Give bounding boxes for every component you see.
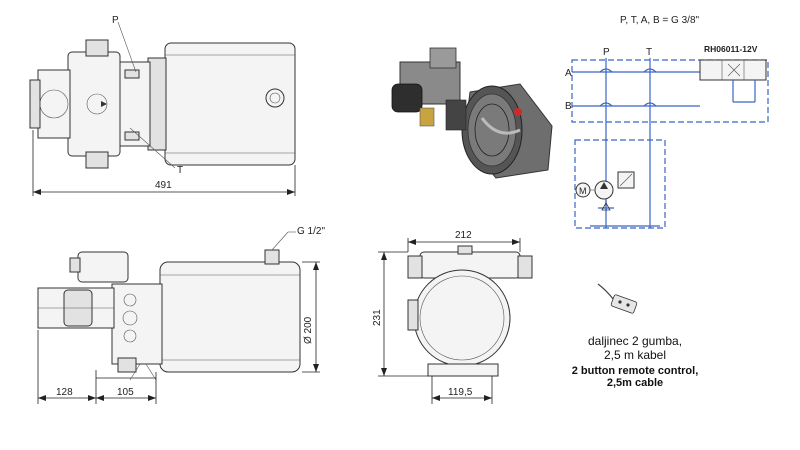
motor-label: M — [579, 186, 587, 196]
row-label-b: B — [565, 101, 572, 112]
remote-caption-hr-2: 2,5 m kabel — [603, 348, 667, 362]
front-view: Ø 200 G 1/2" 128 105 — [37, 226, 325, 404]
directional-valve — [699, 59, 767, 81]
tank-front — [159, 261, 301, 373]
dim-dia-200: Ø 200 — [303, 316, 314, 344]
solenoid-front — [77, 251, 129, 283]
valve-code: RH06011-12V — [704, 44, 758, 54]
remote-caption: daljinec 2 gumba, 2,5 m kabel 2 button r… — [560, 334, 710, 389]
filler-cap — [514, 108, 522, 116]
dim-231: 231 — [372, 309, 383, 326]
remote-caption-hr-1: daljinec 2 gumba, — [587, 334, 683, 348]
solenoid-3d — [391, 83, 423, 113]
top-plug — [264, 249, 280, 265]
isometric-view — [391, 47, 553, 179]
schematic-header: P, T, A, B = G 3/8" — [620, 15, 700, 26]
mount-foot — [427, 363, 499, 377]
dim-212: 212 — [455, 230, 472, 241]
dim-119-5: 119,5 — [448, 387, 473, 398]
remote-caption-en-1: 2 button remote control, — [571, 365, 699, 377]
valve-block-front — [111, 283, 163, 365]
top-port — [85, 39, 109, 57]
motor-end — [37, 69, 71, 139]
thread-label: G 1/2" — [297, 226, 325, 237]
dim-105: 105 — [117, 387, 134, 398]
schematic-frame — [571, 59, 769, 123]
col-label-p: P — [603, 47, 610, 58]
dim-128: 128 — [56, 387, 73, 398]
tank-end — [413, 269, 511, 367]
hydraulic-schematic: P, T, A, B = G 3/8" P T A B RH06011-12V … — [565, 15, 769, 229]
tank-plug — [265, 88, 285, 108]
label-port-t: T — [177, 165, 183, 176]
remote-caption-en-2: 2,5m cable — [606, 377, 664, 389]
label-port-p: P — [112, 15, 119, 26]
tank-flange — [147, 57, 167, 151]
col-label-t: T — [646, 47, 652, 58]
side-view: P T 491 — [29, 15, 296, 196]
pump-housing — [67, 51, 121, 157]
dim-491: 491 — [155, 180, 172, 191]
remote-control-illustration — [597, 283, 638, 314]
bottom-port — [85, 151, 109, 169]
row-label-a: A — [565, 68, 572, 79]
end-view: 212 231 119,5 — [372, 230, 533, 404]
